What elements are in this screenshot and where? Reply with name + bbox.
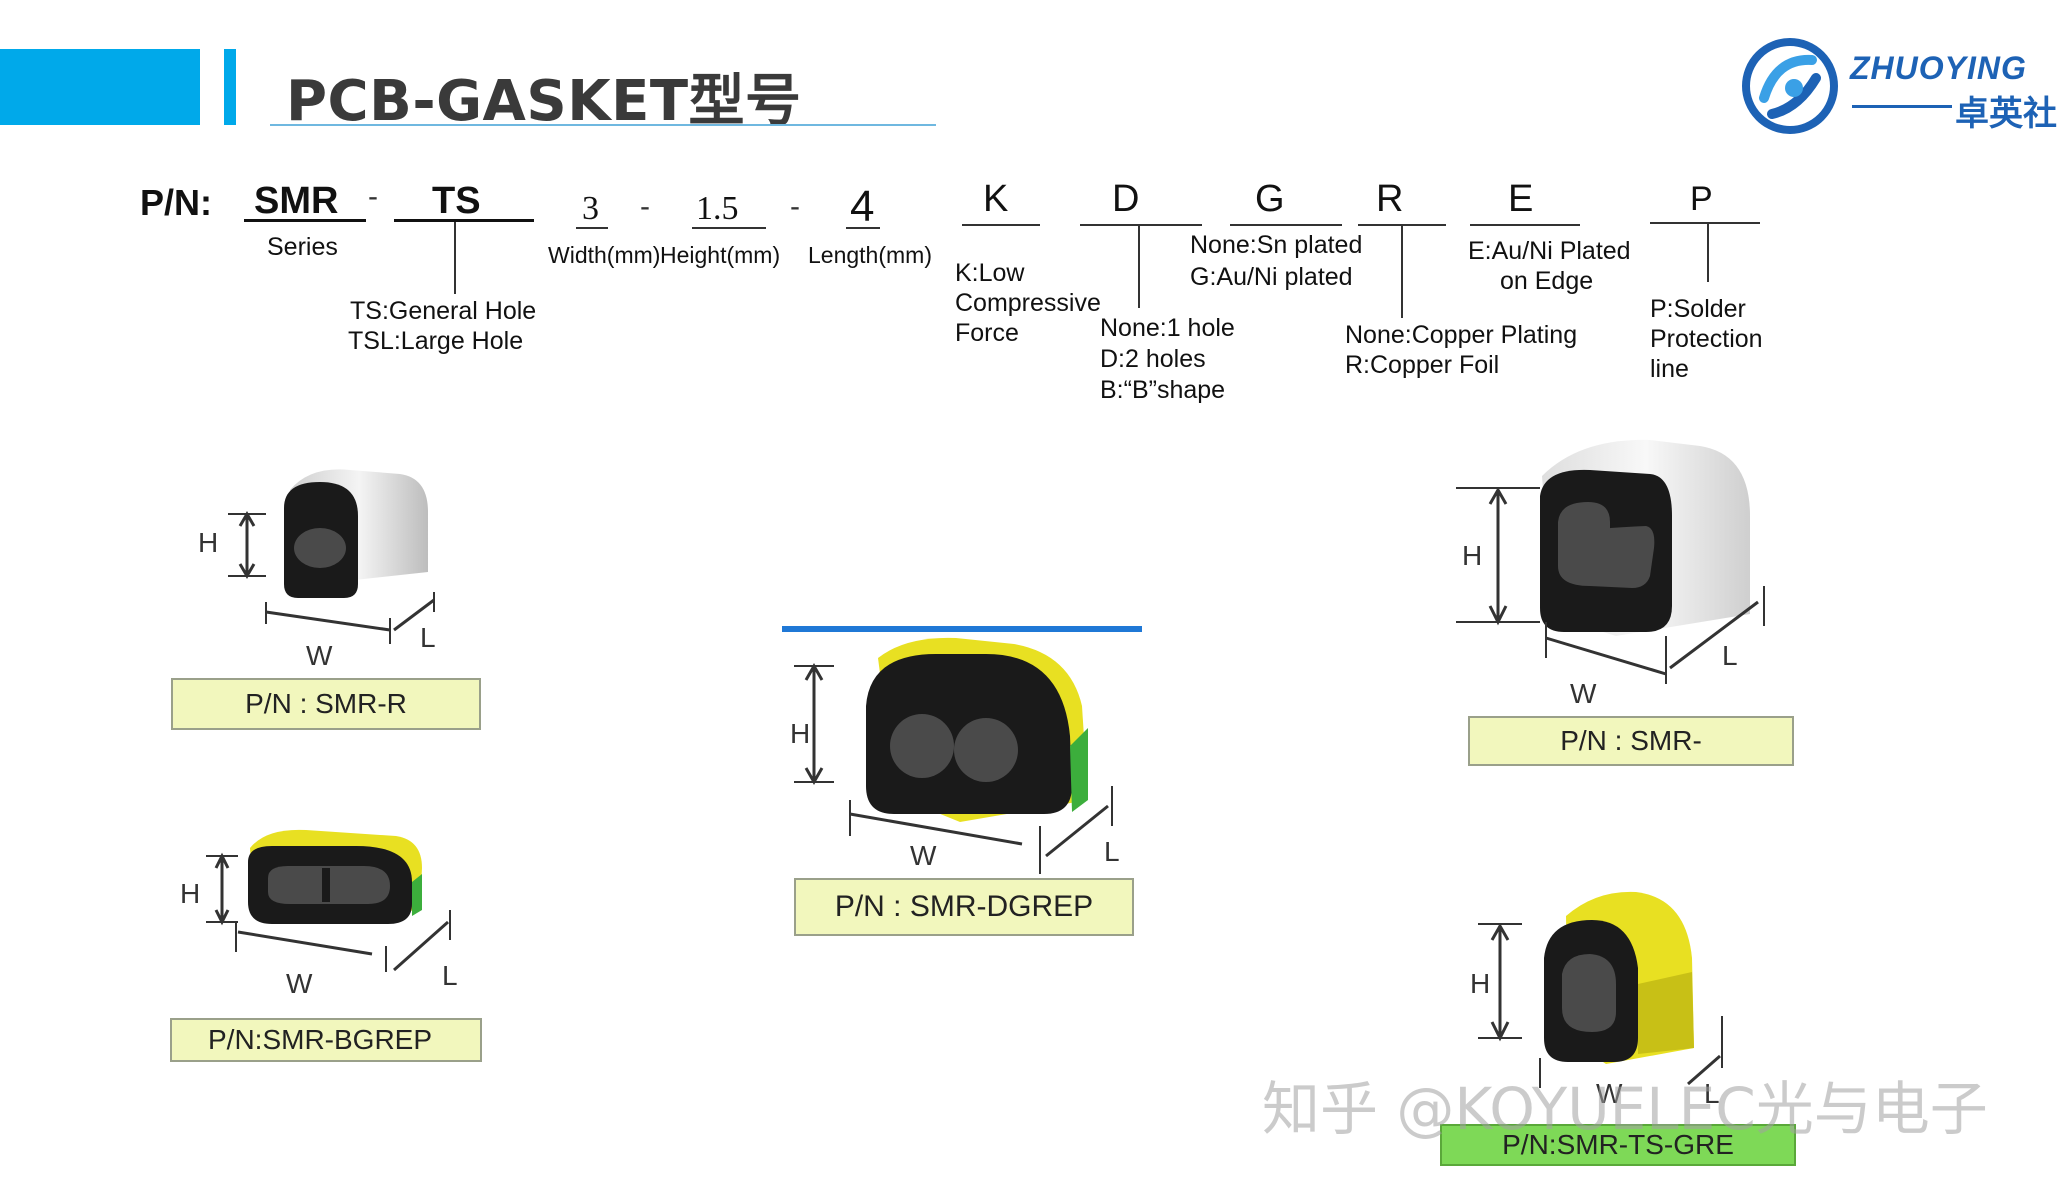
pn-desc-holes-3: B:“B”shape — [1100, 376, 1226, 404]
pn-desc-protection-3: line — [1650, 355, 1689, 383]
pn-underline-width — [576, 227, 608, 229]
highlight-bar — [782, 626, 1142, 632]
pn-code-series: SMR — [254, 180, 339, 222]
pn-desc-holes-2: D:2 holes — [1100, 345, 1206, 373]
pn-underline-length — [846, 227, 880, 229]
logo-icon — [1742, 38, 1838, 134]
product-label: P/N:SMR-TS-GRE — [1440, 1124, 1796, 1166]
page-title: PCB-GASKET型号 — [286, 69, 802, 134]
pn-desc-edge-1: E:Au/Ni Plated — [1468, 237, 1631, 265]
pn-desc-series: Series — [267, 233, 338, 261]
pn-code-force: K — [983, 178, 1009, 220]
pn-underline-holes — [1080, 224, 1202, 226]
pn-underline-force — [962, 224, 1040, 226]
pn-desc-protection-1: P:Solder — [1650, 295, 1746, 323]
pn-code-width: 3 — [582, 190, 599, 227]
gasket-illustration-smr-dgrep — [794, 637, 1113, 874]
gasket-illustration-smr-bgrep — [206, 829, 451, 972]
pn-desc-hole-1: TS:General Hole — [350, 297, 537, 325]
pn-desc-height: Height(mm) — [660, 242, 781, 268]
dim-label-h: H — [790, 718, 811, 749]
dim-label-w: W — [286, 968, 313, 999]
pn-underline-protection — [1650, 222, 1760, 224]
pn-underline-hole — [394, 219, 534, 222]
dim-label-w: W — [910, 840, 937, 871]
pn-desc-length: Length(mm) — [808, 242, 932, 268]
pn-separator-2: - — [640, 190, 650, 223]
logo-name-en: ZHUOYING — [1850, 50, 2027, 86]
pn-underline-copper — [1358, 224, 1446, 226]
watermark: 知乎 @KOYUELEC光与电子 — [1262, 1075, 1988, 1143]
product-label: P/N : SMR-R — [171, 678, 481, 730]
gasket-illustration-smr-ts-gre — [1478, 891, 1723, 1088]
pn-code-height: 1.5 — [696, 190, 739, 227]
pn-code-length: 4 — [850, 182, 875, 231]
pn-code-holes: D — [1112, 178, 1140, 220]
pn-desc-edge-2: on Edge — [1500, 267, 1594, 295]
pn-desc-width: Width(mm) — [548, 242, 661, 268]
pn-desc-plating-2: G:Au/Ni plated — [1190, 263, 1353, 291]
pn-desc-copper-1: None:Copper Plating — [1345, 321, 1578, 349]
product-label: P/N:SMR-BGREP — [170, 1018, 482, 1062]
dim-label-l: L — [420, 622, 436, 653]
pn-underline-series — [244, 219, 366, 222]
pn-desc-copper-2: R:Copper Foil — [1345, 351, 1500, 379]
pn-leader-protection — [1707, 224, 1709, 282]
dim-label-h: H — [1462, 540, 1483, 571]
dim-label-w: W — [1570, 678, 1597, 709]
product-label: P/N : SMR-DGREP — [794, 878, 1134, 936]
pn-leader-holes — [1138, 226, 1140, 308]
pn-code-plating: G — [1255, 178, 1285, 220]
dim-label-l: L — [1704, 1078, 1720, 1109]
dim-label-l: L — [1104, 836, 1120, 867]
header-accent-stripe — [224, 49, 236, 125]
pn-underline-height — [692, 227, 766, 229]
product-label: P/N : SMR- — [1468, 716, 1794, 766]
dim-label-l: L — [1722, 640, 1738, 671]
dim-label-h: H — [1470, 968, 1491, 999]
pn-underline-plating — [1230, 224, 1342, 226]
pn-separator-3: - — [790, 190, 800, 223]
dim-label-l: L — [442, 960, 458, 991]
pn-code-copper: R — [1376, 178, 1404, 220]
gasket-illustration-smr — [1456, 439, 1765, 684]
pn-desc-force-3: Force — [955, 319, 1019, 347]
logo-name-cn: 卓英社 — [1955, 94, 2057, 134]
pn-desc-force-1: K:Low — [955, 259, 1025, 287]
title-underline — [270, 124, 936, 126]
logo-line — [1852, 105, 1952, 108]
pn-code-protection: P — [1690, 180, 1713, 218]
pn-desc-holes-1: None:1 hole — [1100, 314, 1235, 342]
pn-desc-force-2: Compressive — [955, 289, 1101, 317]
pn-prefix: P/N: — [140, 182, 212, 223]
pn-underline-edge — [1470, 224, 1580, 226]
dim-label-w: W — [1596, 1078, 1623, 1109]
pn-code-hole: TS — [432, 180, 481, 222]
pn-separator: - — [368, 180, 378, 213]
pn-desc-plating-1: None:Sn plated — [1190, 231, 1363, 259]
dim-label-w: W — [306, 640, 333, 671]
pn-desc-hole-2: TSL:Large Hole — [348, 327, 524, 355]
pn-leader-hole — [454, 222, 456, 294]
dim-label-h: H — [198, 527, 219, 558]
dim-label-h: H — [180, 878, 201, 909]
pn-leader-copper — [1401, 226, 1403, 318]
header-accent-bar — [0, 49, 200, 125]
gasket-illustration-smr-r — [228, 469, 435, 644]
pn-code-edge: E — [1508, 178, 1534, 220]
pn-desc-protection-2: Protection — [1650, 325, 1763, 353]
